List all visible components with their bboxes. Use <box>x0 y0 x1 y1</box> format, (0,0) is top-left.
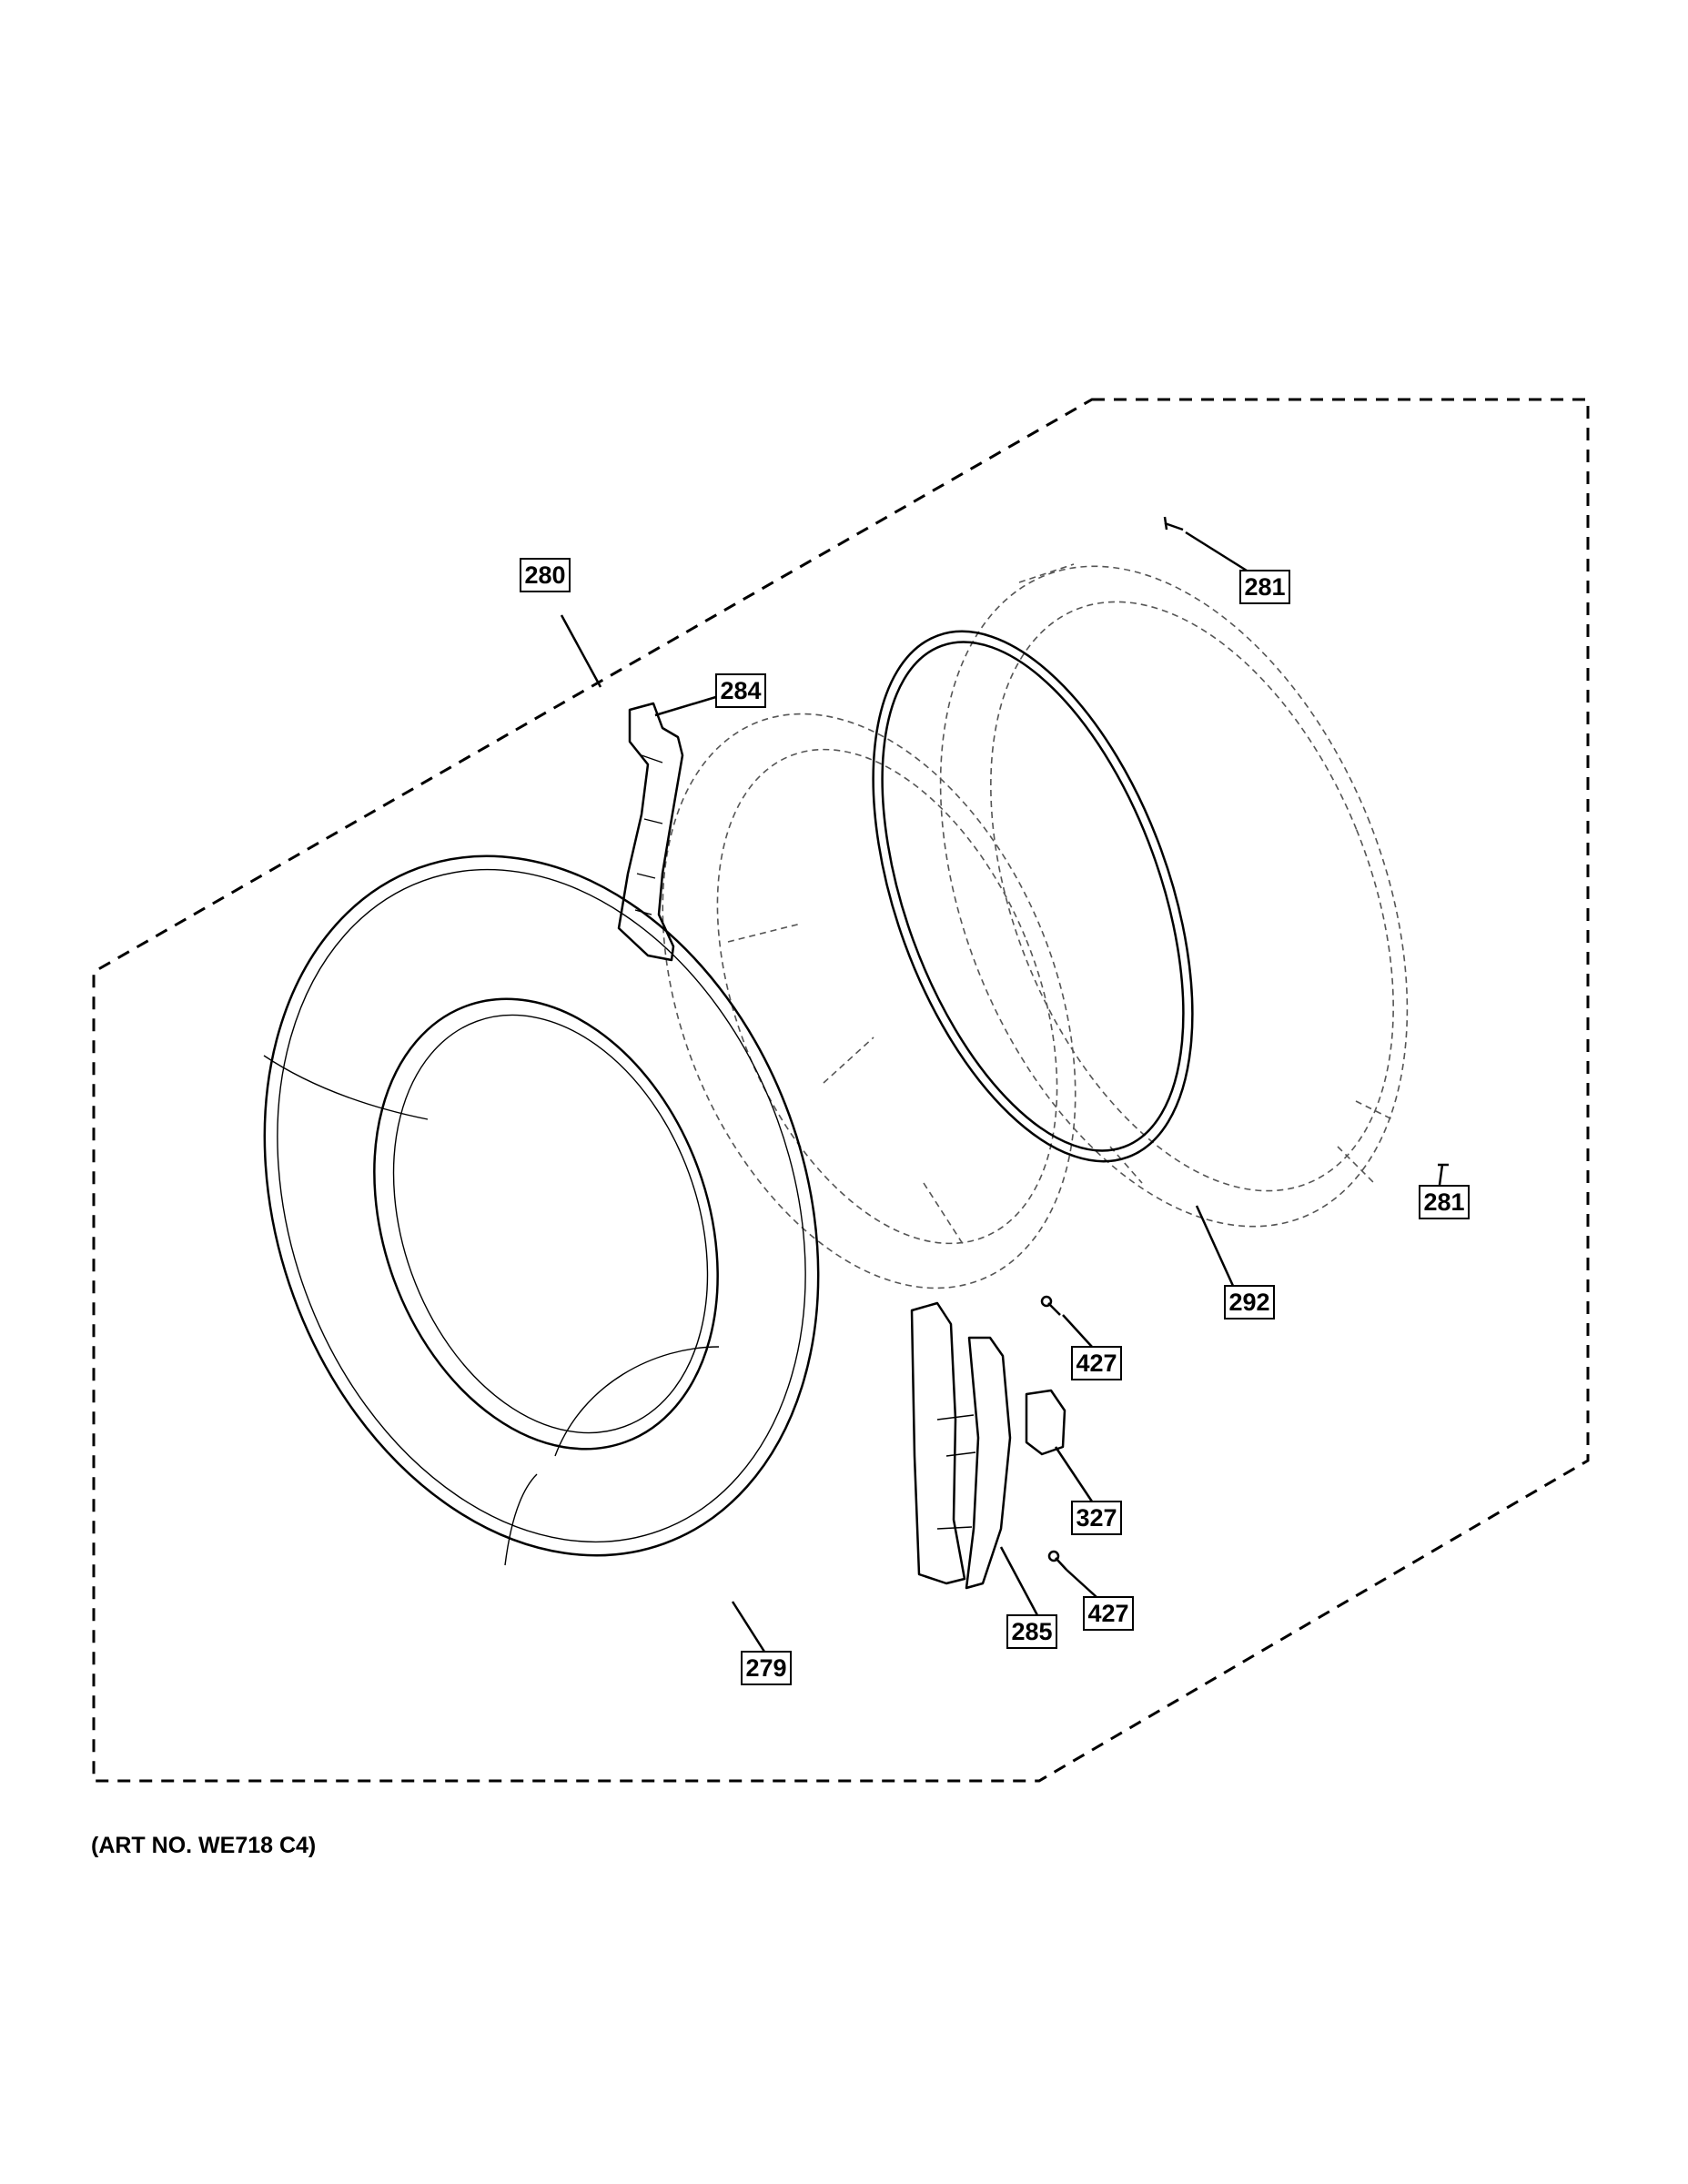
callout-427-top: 427 <box>1071 1346 1122 1380</box>
callout-label: 284 <box>720 677 761 704</box>
callout-label: 280 <box>524 561 565 589</box>
handle-part <box>617 702 684 962</box>
callout-label: 281 <box>1244 573 1285 601</box>
screw-427-top <box>1040 1295 1061 1316</box>
assembly-boundary <box>92 398 1590 1783</box>
screw-281-bottom <box>1438 1163 1449 1186</box>
art-number: (ART NO. WE718 C4) <box>91 1833 317 1858</box>
callout-285: 285 <box>1006 1614 1057 1649</box>
callout-284: 284 <box>715 673 766 708</box>
callout-label: 285 <box>1011 1618 1052 1645</box>
callout-281-top: 281 <box>1239 570 1290 604</box>
callout-292: 292 <box>1224 1285 1275 1320</box>
callout-279: 279 <box>741 1651 792 1685</box>
callout-label: 427 <box>1087 1600 1128 1627</box>
callout-label: 281 <box>1423 1188 1464 1216</box>
leader-lines <box>560 531 1446 1653</box>
callout-label: 292 <box>1228 1289 1269 1316</box>
screw-427-bottom <box>1047 1550 1067 1571</box>
hinge-part <box>910 1301 1012 1590</box>
callout-label: 279 <box>745 1654 786 1682</box>
callout-427-bottom: 427 <box>1083 1596 1134 1631</box>
inner-door-ghost <box>939 563 1409 1228</box>
door-frame-ghost <box>662 713 1143 1289</box>
outer-door-ring-part <box>263 854 820 1566</box>
callout-280: 280 <box>520 558 571 592</box>
callout-281-bottom: 281 <box>1419 1185 1470 1219</box>
screw-281-top <box>1163 516 1184 531</box>
callout-label: 427 <box>1076 1350 1117 1377</box>
callout-327: 327 <box>1071 1501 1122 1535</box>
latch-part <box>1025 1389 1066 1456</box>
seal-ring-part <box>872 630 1194 1163</box>
callout-label: 327 <box>1076 1504 1117 1532</box>
